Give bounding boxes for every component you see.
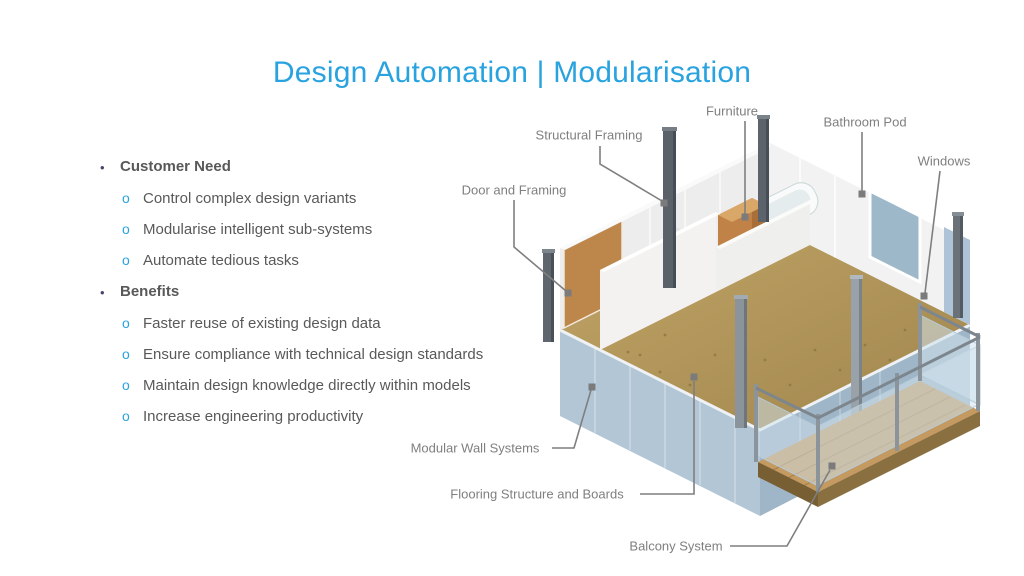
- callout-line-flooring: [640, 381, 695, 495]
- bullet-circle-icon: o: [122, 190, 130, 206]
- bullet-circle-icon: o: [122, 346, 130, 362]
- callout-label-modular-wall-systems: Modular Wall Systems: [410, 440, 540, 456]
- window: [868, 188, 922, 285]
- list-item: o Ensure compliance with technical desig…: [122, 346, 530, 363]
- callout-label-balcony-system: Balcony System: [629, 538, 723, 554]
- list-item-text: Increase engineering productivity: [143, 408, 364, 425]
- bullet-circle-icon: o: [122, 252, 130, 268]
- list-item-text: Automate tedious tasks: [143, 252, 299, 269]
- bullet-dot-icon: •: [100, 160, 105, 175]
- bullet-circle-icon: o: [122, 315, 130, 331]
- callout-label-structural-framing: Structural Framing: [535, 127, 643, 143]
- interior-wall: [600, 212, 720, 350]
- list-item-text: Maintain design knowledge directly withi…: [143, 377, 471, 394]
- callout-line-balcony-system: [730, 469, 831, 547]
- heading-text: Customer Need: [120, 158, 231, 175]
- list-item: o Maintain design knowledge directly wit…: [122, 377, 530, 394]
- slide-title: Design Automation | Modularisation: [272, 56, 752, 89]
- marker-windows: [920, 292, 928, 300]
- section-heading-benefits: • Benefits: [100, 283, 530, 301]
- list-item: o Increase engineering productivity: [122, 408, 530, 425]
- bullet-list: • Customer Need o Control complex design…: [100, 158, 530, 439]
- marker-bathroom-pod: [858, 190, 866, 198]
- callout-line-windows: [924, 170, 941, 294]
- section-heading-customer-need: • Customer Need: [100, 158, 530, 176]
- callout-line-door-and-framing: [513, 200, 567, 292]
- list-item: o Control complex design variants: [122, 190, 530, 207]
- balcony: [754, 303, 981, 507]
- marker-furniture: [741, 213, 749, 221]
- slab-left-face: [560, 330, 760, 516]
- callout-line-structural-framing: [599, 146, 663, 202]
- marker-flooring: [690, 373, 698, 381]
- heading-text: Benefits: [120, 283, 180, 300]
- house-illustration: [542, 115, 981, 516]
- callout-label-furniture: Furniture: [705, 103, 759, 119]
- list-item: o Automate tedious tasks: [122, 252, 530, 269]
- list-item-text: Control complex design variants: [143, 190, 357, 207]
- steel-column: [542, 249, 555, 342]
- list-item-text: Ensure compliance with technical design …: [143, 346, 484, 363]
- bullet-circle-icon: o: [122, 408, 130, 424]
- marker-structural-framing: [660, 199, 668, 207]
- balcony-railing: [754, 303, 981, 492]
- bullet-circle-icon: o: [122, 377, 130, 393]
- bullet-dot-icon: •: [100, 285, 105, 300]
- steel-column-structural: [662, 127, 677, 288]
- steel-column: [757, 115, 770, 222]
- callout-label-door-and-framing: Door and Framing: [461, 182, 567, 198]
- callout-label-flooring: Flooring Structure and Boards: [450, 486, 624, 502]
- list-item-text: Faster reuse of existing design data: [143, 315, 381, 332]
- marker-door-and-framing: [564, 289, 572, 297]
- list-item-text: Modularise intelligent sub-systems: [143, 221, 373, 238]
- bullet-circle-icon: o: [122, 221, 130, 237]
- list-item: o Faster reuse of existing design data: [122, 315, 530, 332]
- steel-column: [734, 295, 748, 428]
- steel-column: [850, 275, 863, 450]
- steel-column: [952, 212, 964, 318]
- callout-label-windows: Windows: [917, 153, 971, 169]
- callout-line-modular-wall-systems: [552, 389, 592, 449]
- pod-front-wall: [716, 200, 810, 292]
- list-item: o Modularise intelligent sub-systems: [122, 221, 530, 238]
- marker-balcony-system: [828, 462, 836, 470]
- callout-lines: [513, 121, 941, 547]
- steel-columns: [542, 115, 964, 450]
- callout-label-bathroom-pod: Bathroom Pod: [823, 114, 907, 130]
- marker-modular-wall-systems: [588, 383, 596, 391]
- callout-markers: [564, 190, 928, 470]
